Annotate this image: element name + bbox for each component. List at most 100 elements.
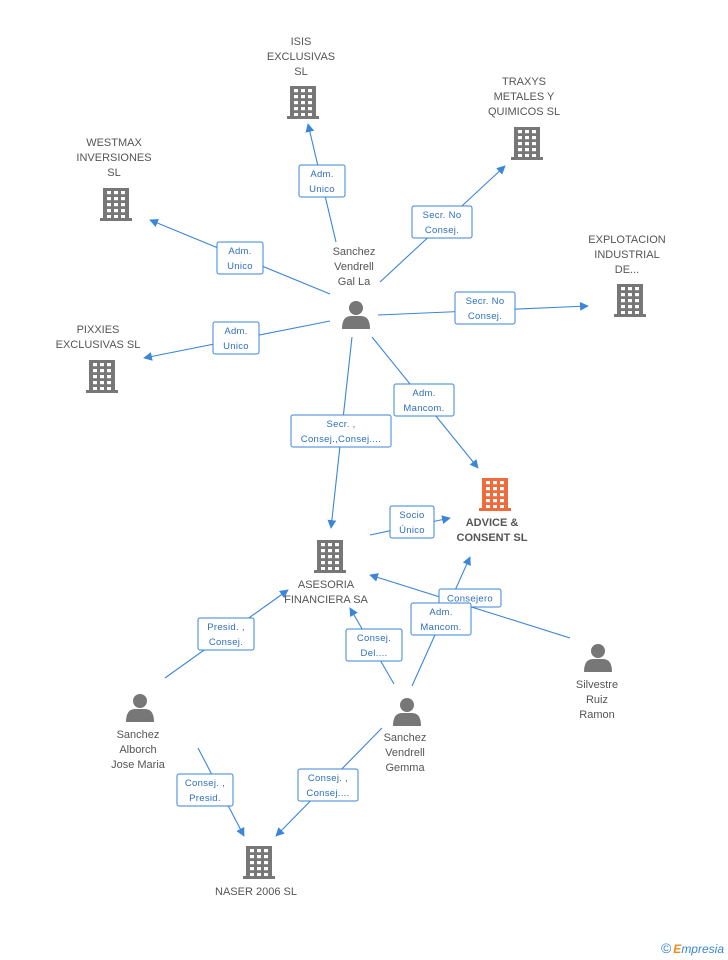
window <box>500 499 504 503</box>
window <box>114 215 118 219</box>
window <box>100 369 104 373</box>
window <box>628 305 632 309</box>
window <box>328 567 332 571</box>
window <box>107 191 111 195</box>
edge-label-box <box>297 768 359 802</box>
edge-label-text: Consejero <box>447 594 493 605</box>
person-sanchez-alborch-icon-head <box>133 694 147 708</box>
company-advice-icon[interactable] <box>479 478 511 511</box>
window <box>250 855 254 859</box>
person-sanchez-gemma-icon-head <box>400 698 414 712</box>
edge-label-e-gemma-naser[interactable]: Consej. ,Consej.... <box>297 768 359 802</box>
company-pixxies-icon[interactable] <box>86 360 118 393</box>
window <box>500 505 504 509</box>
edge-label-e-alborch-naser[interactable]: Consej. ,Presid. <box>176 773 234 807</box>
window <box>114 203 118 207</box>
company-advice-label: CONSENT SL <box>457 532 528 544</box>
edge-label-e-gal-advice[interactable]: Adm. Mancom. <box>393 383 455 417</box>
company-isis-icon-base <box>287 116 319 119</box>
company-explotacion-icon[interactable] <box>614 284 646 317</box>
edge-label-text: Adm. <box>228 246 251 257</box>
edge-label-e-gal-asesoria[interactable]: Secr. ,Consej.,Consej.... <box>290 414 392 448</box>
person-sanchez-gal-icon[interactable] <box>342 301 370 329</box>
window <box>621 311 625 315</box>
edge-label-text: Único <box>399 525 425 536</box>
edge-label-e-pixxies[interactable]: Adm.Unico <box>212 321 260 355</box>
person-sanchez-gemma-label: Sanchez <box>384 732 427 744</box>
company-naser-icon[interactable] <box>243 846 275 879</box>
edge-label-e-westmax[interactable]: Adm.Unico <box>216 241 264 275</box>
company-traxys-label: TRAXYS <box>502 76 546 88</box>
edge-label-e-alborch-asesoria[interactable]: Presid. ,Consej. <box>197 617 255 651</box>
window <box>100 381 104 385</box>
edge-label-e-gemma-advice[interactable]: Adm.Mancom. <box>410 602 472 636</box>
window <box>264 873 268 877</box>
company-explotacion-label: INDUSTRIAL <box>594 249 659 261</box>
window <box>93 363 97 367</box>
window <box>518 130 522 134</box>
empresia-watermark[interactable]: ©Empresia <box>661 940 724 956</box>
window <box>532 136 536 140</box>
window <box>335 561 339 565</box>
window <box>114 191 118 195</box>
window <box>294 89 298 93</box>
edge-label-e-isis[interactable]: Adm.Unico <box>298 164 346 198</box>
edge-label-text: Adm. <box>412 388 435 399</box>
company-asesoria-icon[interactable] <box>314 540 346 573</box>
edge-label-text: Mancom. <box>403 403 444 414</box>
window <box>486 505 490 509</box>
window <box>486 487 490 491</box>
company-westmax-icon-base <box>100 218 132 221</box>
person-sanchez-gemma-icon-body <box>393 713 421 726</box>
company-asesoria-label: ASESORIA <box>298 579 355 591</box>
window <box>294 107 298 111</box>
person-sanchez-alborch-label: Sanchez <box>117 729 160 741</box>
edge-label-e-gemma-asesoria[interactable]: Consej.Del.... <box>345 628 403 662</box>
window <box>621 305 625 309</box>
person-sanchez-gemma-icon[interactable] <box>393 698 421 726</box>
window <box>500 487 504 491</box>
person-silvestre-icon-head <box>591 644 605 658</box>
window <box>121 203 125 207</box>
company-pixxies-icon-base <box>86 390 118 393</box>
company-westmax-icon[interactable] <box>100 188 132 221</box>
window <box>308 113 312 117</box>
person-silvestre-label: Silvestre <box>576 679 618 691</box>
edge-label-text: Adm. <box>429 607 452 618</box>
person-silvestre-label: Ruiz <box>586 694 608 706</box>
window <box>93 381 97 385</box>
edge-label-text: Adm. <box>310 169 333 180</box>
window <box>107 369 111 373</box>
person-silvestre-icon[interactable] <box>584 644 612 672</box>
window <box>635 293 639 297</box>
edge-label-text: Secr. No <box>466 296 505 307</box>
company-isis-icon[interactable] <box>287 86 319 119</box>
edge-label-box <box>454 291 516 325</box>
edge-label-box <box>410 602 472 636</box>
window <box>308 107 312 111</box>
person-sanchez-alborch-label: Alborch <box>119 744 156 756</box>
window <box>250 849 254 853</box>
window <box>301 101 305 105</box>
window <box>525 154 529 158</box>
window <box>308 101 312 105</box>
edge-label-text: Consej.,Consej.... <box>301 434 381 445</box>
window <box>114 197 118 201</box>
window <box>335 543 339 547</box>
company-pixxies-label: PIXXIES <box>77 324 120 336</box>
window <box>635 299 639 303</box>
brand-logo-letter: E <box>673 942 682 956</box>
person-sanchez-gal-label: Vendrell <box>334 261 374 273</box>
window <box>628 311 632 315</box>
person-sanchez-alborch-icon[interactable] <box>126 694 154 722</box>
window <box>518 148 522 152</box>
window <box>107 203 111 207</box>
company-traxys-icon[interactable] <box>511 127 543 160</box>
window <box>328 555 332 559</box>
copyright-icon: © <box>660 940 672 956</box>
